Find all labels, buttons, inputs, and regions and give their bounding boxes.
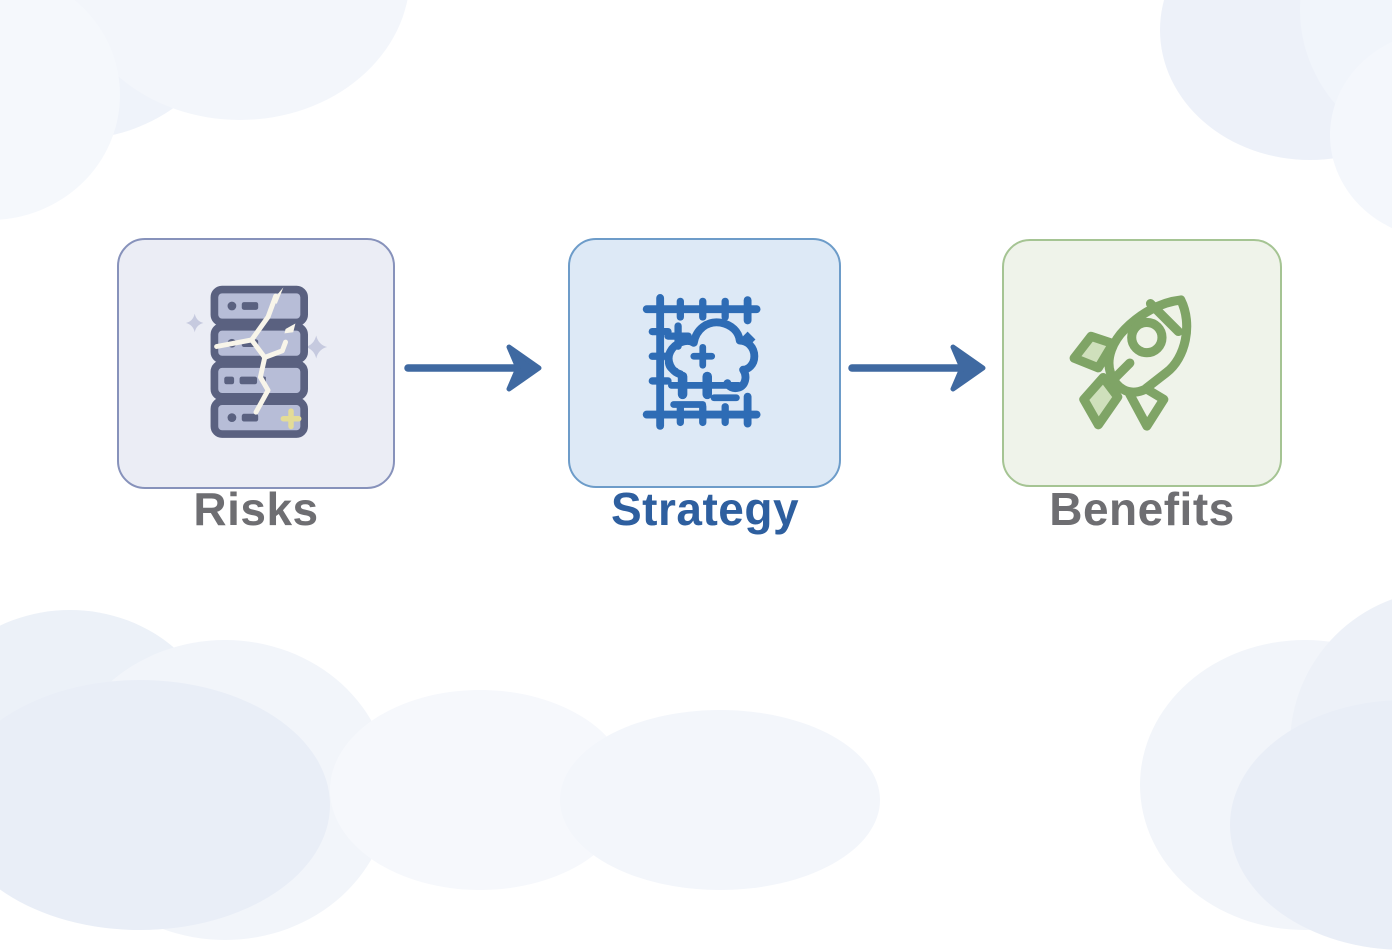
cloud-decoration [1330, 30, 1392, 240]
rocket-icon [1069, 295, 1192, 431]
step-label-benefits: Benefits [1049, 483, 1235, 535]
cloud-decoration [330, 690, 630, 890]
cloud-decoration [70, 0, 410, 120]
connector-arrow-risks-to-strategy [404, 344, 542, 392]
cloud-blueprint-icon [642, 294, 760, 430]
cloud-decoration [560, 710, 880, 890]
cloud-decoration [1140, 640, 1392, 930]
cloud-decoration [0, 0, 120, 220]
step-box-strategy [568, 238, 841, 488]
cloud-decoration [0, 0, 230, 140]
connector-arrow-strategy-to-benefits [848, 344, 986, 392]
step-label-strategy: Strategy [610, 483, 800, 535]
step-label-risks: Risks [193, 483, 319, 535]
cloud-decoration [1300, 0, 1392, 160]
step-box-benefits [1002, 239, 1282, 487]
cloud-decoration [60, 640, 390, 940]
step-box-risks [117, 238, 395, 489]
cracked-server-stack-icon [185, 285, 328, 438]
cloud-decoration [1160, 0, 1392, 160]
cloud-decoration [0, 680, 330, 930]
cloud-decoration [1230, 700, 1392, 950]
cloud-decoration [1290, 590, 1392, 900]
cloud-decoration [0, 610, 220, 880]
